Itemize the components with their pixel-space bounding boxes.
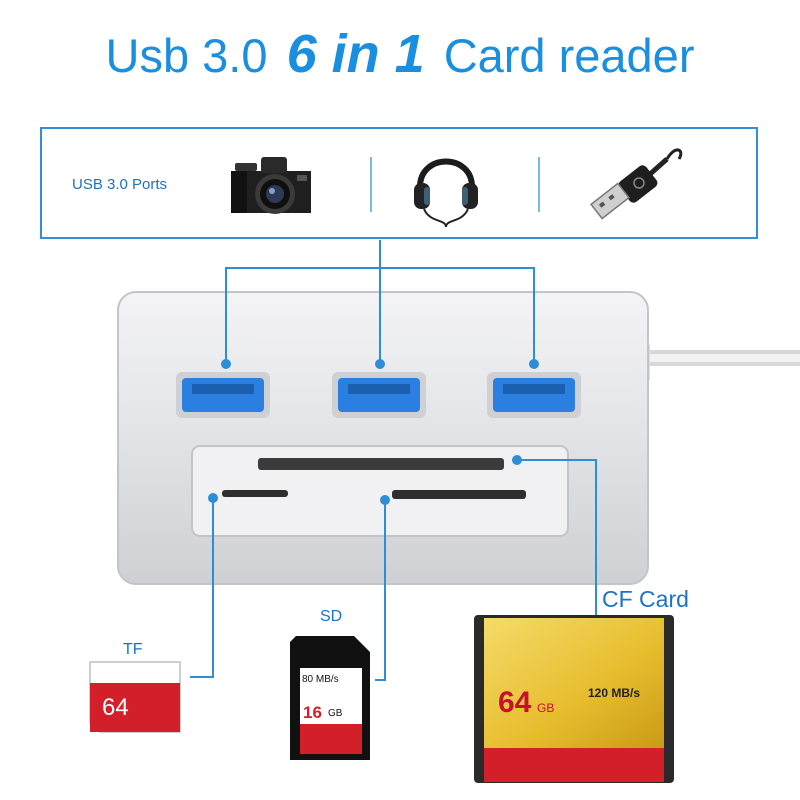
cf-label: CF Card [602,586,689,612]
cf-card-capacity: 64 [498,686,532,719]
title-prefix: Usb 3.0 [105,29,268,82]
sd-card: 80 MB/s 16 GB [290,636,370,760]
tf-card: 64 [89,661,181,733]
usb-port [176,372,270,418]
sd-label: SD [320,608,343,625]
page-title: Usb 3.0 6 in 1 Card reader [0,22,800,88]
sd-card-speed: 80 MB/s [302,674,339,685]
hub-body [117,291,649,585]
connector-lines [190,240,597,681]
tf-slot [222,490,288,497]
divider [538,157,540,212]
camera-icon [231,157,311,214]
divider [370,157,372,212]
usb-plug-icon [590,148,683,220]
sd-card-unit: GB [328,708,343,719]
tf-card-capacity: 64 [102,694,129,721]
usb-port [487,372,581,418]
usb-ports-box: USB 3.0 Ports [40,127,758,239]
sd-card-capacity: 16 [303,703,322,722]
title-suffix: Card reader [443,29,695,82]
usb-port [332,372,426,418]
cf-card: 64 GB 120 MB/s [474,615,674,783]
headphones-icon [414,158,478,228]
tf-label: TF [123,641,143,658]
cf-card-unit: GB [537,701,554,715]
cf-card-speed: 120 MB/s [588,686,640,700]
cf-slot [258,458,504,470]
usb-ports-label: USB 3.0 Ports [72,176,168,193]
sd-slot [392,490,526,499]
title-highlight: 6 in 1 [286,24,425,84]
